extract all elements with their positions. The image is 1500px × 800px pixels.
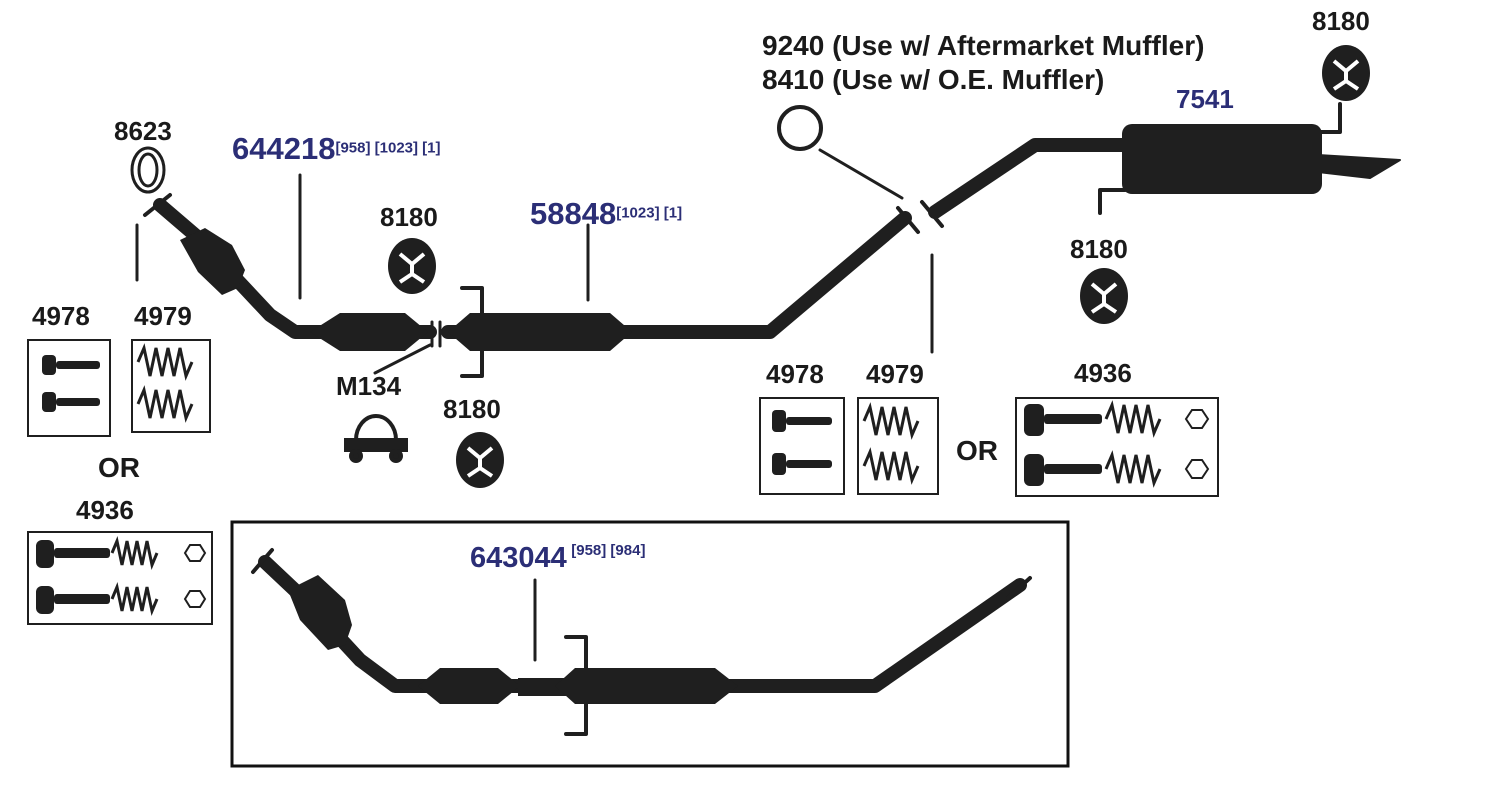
muffler-hanger-rod-top bbox=[1316, 102, 1342, 134]
label-58848: 58848 bbox=[530, 196, 617, 231]
alt-resonator-body bbox=[555, 668, 738, 704]
alt-pipe-front bbox=[258, 555, 527, 693]
bolt-kit-4978-left-icon bbox=[27, 339, 111, 437]
label-4936-right: 4936 bbox=[1074, 358, 1132, 388]
hanger-8180-icon-a bbox=[388, 238, 436, 294]
gasket-8623-icon bbox=[130, 146, 166, 194]
ring-gasket-icon bbox=[777, 105, 823, 151]
tailpipe bbox=[1317, 154, 1401, 179]
alt-hanger-bracket bbox=[564, 635, 588, 736]
hanger-8180-icon-mid bbox=[1080, 268, 1128, 324]
leader-9240 bbox=[818, 148, 904, 200]
bolt-kit-4978-right-icon bbox=[759, 397, 845, 495]
muffler-body bbox=[1122, 124, 1322, 194]
clamp-m134-icon bbox=[344, 414, 408, 463]
alternative-assembly-frame bbox=[230, 520, 1070, 768]
joint-clamp-b bbox=[920, 200, 944, 228]
resonator-body bbox=[448, 313, 632, 351]
label-643044: 643044 bbox=[470, 542, 567, 574]
label-644218: 644218 bbox=[232, 131, 336, 166]
spring-kit-4979-right-icon bbox=[857, 397, 939, 495]
label-4979-left: 4979 bbox=[134, 301, 192, 331]
catalytic-converter-front bbox=[180, 228, 245, 295]
leader-m134 bbox=[373, 343, 432, 375]
alt-catalytic-converter-body bbox=[418, 668, 520, 704]
hanger-8180-icon-top bbox=[1322, 45, 1370, 101]
label-4978-left: 4978 bbox=[32, 301, 90, 331]
label-643044-group: 643044 [958] [984] bbox=[470, 542, 646, 574]
label-m134: M134 bbox=[336, 371, 402, 401]
label-9240-note: 9240 (Use w/ Aftermarket Muffler) bbox=[762, 30, 1205, 61]
label-4936-left: 4936 bbox=[76, 495, 134, 525]
flange-front bbox=[143, 193, 172, 217]
label-643044-refs: [958] [984] bbox=[571, 542, 646, 559]
spring-kit-4979-left-icon bbox=[131, 339, 211, 433]
label-644218-refs: [958] [1023] [1] bbox=[335, 139, 441, 157]
label-8410-note: 8410 (Use w/ O.E. Muffler) bbox=[762, 64, 1105, 95]
label-8180-low: 8180 bbox=[443, 394, 501, 424]
label-8180-mid: 8180 bbox=[1070, 234, 1128, 264]
hanger-bracket bbox=[460, 286, 484, 378]
label-4978-right: 4978 bbox=[766, 359, 824, 389]
muffler-hanger-rod-bottom bbox=[1098, 188, 1127, 215]
joint-clamp-a bbox=[896, 206, 920, 234]
label-4979-right: 4979 bbox=[866, 359, 924, 389]
bolt-spring-kit-4936-left-icon bbox=[27, 531, 213, 625]
label-58848-refs: [1023] [1] bbox=[616, 204, 683, 222]
label-or-right: OR bbox=[956, 435, 998, 466]
label-8180-a: 8180 bbox=[380, 202, 438, 232]
bolt-spring-kit-4936-right-icon bbox=[1015, 397, 1219, 497]
label-58848-group: 58848[1023] [1] bbox=[530, 198, 682, 229]
label-8180-top: 8180 bbox=[1312, 6, 1370, 36]
hanger-8180-icon-low bbox=[456, 432, 504, 488]
exhaust-pipe-rear bbox=[928, 138, 1132, 219]
alt-catalytic-converter-front bbox=[288, 575, 352, 650]
label-7541: 7541 bbox=[1176, 84, 1234, 114]
label-8623: 8623 bbox=[114, 116, 172, 146]
label-or-left: OR bbox=[98, 452, 140, 483]
label-644218-group: 644218[958] [1023] [1] bbox=[232, 133, 441, 164]
catalytic-converter-body bbox=[310, 313, 428, 351]
